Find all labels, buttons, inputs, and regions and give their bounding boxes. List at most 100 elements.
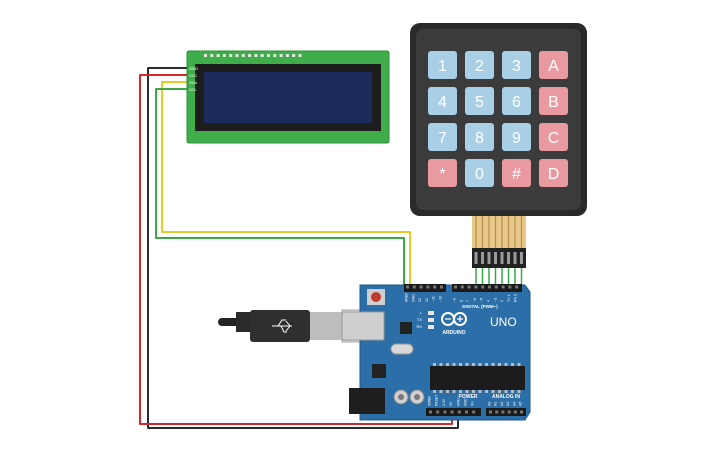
lcd-header-pin xyxy=(260,54,264,57)
keypad-key-label: 0 xyxy=(475,166,484,183)
keypad-key-label: 7 xyxy=(438,130,447,147)
lcd-header-pin xyxy=(279,54,283,57)
keypad-key-label: 5 xyxy=(475,94,484,111)
reset-button[interactable] xyxy=(367,289,385,305)
keypad-key-label: 1 xyxy=(438,58,447,75)
led-label: L xyxy=(420,310,423,315)
keypad-key-label: 4 xyxy=(438,94,447,111)
top-pin-label: 13 xyxy=(418,298,422,302)
keypad-key[interactable]: 1 xyxy=(428,51,457,79)
analog-pin-label: A3 xyxy=(506,402,510,406)
lcd-screen xyxy=(204,72,372,123)
lcd-pin-vcc: VCC xyxy=(189,73,198,78)
crystal xyxy=(390,343,414,355)
keypad-ribbon xyxy=(472,216,526,268)
gnd-wire xyxy=(147,67,459,429)
keypad-key[interactable]: A xyxy=(539,51,568,79)
sda-wire xyxy=(161,81,411,290)
lcd-header-pin xyxy=(235,54,239,57)
keypad-key[interactable]: 7 xyxy=(428,123,457,151)
keypad-key[interactable]: 0 xyxy=(465,159,494,187)
keypad-key[interactable]: # xyxy=(502,159,531,187)
lcd-header-pin xyxy=(222,54,226,57)
arduino-brand: ARDUINO xyxy=(442,330,465,336)
lcd-pin-sda: SDA xyxy=(189,80,198,85)
top-pin-label: TX 1 xyxy=(507,294,511,302)
lcd-module[interactable]: GND VCC SDA SCL xyxy=(186,50,390,144)
power-pin-label: IOREF xyxy=(428,396,432,406)
keypad-connector xyxy=(472,248,526,268)
lcd-header-pin xyxy=(216,54,220,57)
lcd-header-pin xyxy=(254,54,258,57)
scl-wire xyxy=(155,88,405,290)
keypad-key-label: A xyxy=(548,58,559,75)
keypad-key[interactable]: 3 xyxy=(502,51,531,79)
lcd-header-pin xyxy=(210,54,214,57)
analog-pin-label: A0 xyxy=(488,402,492,406)
keypad-key[interactable]: 6 xyxy=(502,87,531,115)
keypad-key-label: D xyxy=(548,166,560,183)
analog-pin-label: A2 xyxy=(500,402,504,406)
top-pin-label: 7 xyxy=(466,300,470,302)
keypad-key-label: * xyxy=(439,166,445,183)
voltage-regulator xyxy=(372,364,386,378)
keypad-key[interactable]: 4 xyxy=(428,87,457,115)
top-pin-label: GND xyxy=(411,294,415,302)
keypad-key[interactable]: C xyxy=(539,123,568,151)
keypad-key-label: 3 xyxy=(512,58,521,75)
top-pin-label: ~10 xyxy=(439,296,443,302)
top-pin-label: ~9 xyxy=(453,298,457,302)
arduino-model: UNO xyxy=(490,315,517,329)
digital-label: DIGITAL (PWM~) xyxy=(462,304,498,309)
top-pin-label: 12 xyxy=(425,298,429,302)
keypad-wires xyxy=(475,268,523,286)
keypad-key[interactable]: 5 xyxy=(465,87,494,115)
usb-jack xyxy=(341,311,385,341)
keypad-key[interactable]: D xyxy=(539,159,568,187)
lcd-pin-gnd: GND xyxy=(189,66,198,71)
power-jack xyxy=(349,388,385,414)
top-pin-label: 2 xyxy=(500,300,504,302)
atmega-chip xyxy=(430,363,525,393)
power-pin-label: Vin xyxy=(471,401,475,406)
keypad-key-label: 9 xyxy=(512,130,521,147)
lcd-header-pins xyxy=(204,54,302,57)
lcd-pin-scl: SCL xyxy=(189,87,198,92)
power-pin-label: RESET xyxy=(435,395,439,406)
capacitors xyxy=(393,389,425,405)
power-pin-label: 3.3V xyxy=(442,398,446,406)
top-pin-label: ~6 xyxy=(473,298,477,302)
keypad[interactable]: 1 2 3 A 4 5 6 B 7 8 9 C * 0 # D xyxy=(410,23,587,268)
lcd-header-pin xyxy=(229,54,233,57)
lcd-header-pin xyxy=(241,54,245,57)
power-pin-label: 5V xyxy=(449,401,453,406)
usb-icon xyxy=(272,319,292,333)
lcd-header-pin xyxy=(298,54,302,57)
digital-header-left xyxy=(404,284,446,292)
analog-pin-label: A1 xyxy=(494,402,498,406)
analog-pin-label: A4 xyxy=(512,402,516,406)
keypad-key[interactable]: B xyxy=(539,87,568,115)
top-pin-label: 8 xyxy=(459,300,463,302)
keypad-key[interactable]: 9 xyxy=(502,123,531,151)
lcd-header-pin xyxy=(204,54,207,57)
analog-header xyxy=(486,408,526,416)
lcd-header-pin xyxy=(292,54,296,57)
digital-header-right xyxy=(452,284,522,292)
keypad-key-label: 6 xyxy=(512,94,521,111)
arduino-logo-icon xyxy=(441,312,467,326)
lcd-header-pin xyxy=(267,54,270,57)
power-pin-label: GND xyxy=(456,398,460,406)
analog-label: ANALOG IN xyxy=(492,394,520,400)
keypad-key[interactable]: * xyxy=(428,159,457,187)
keypad-key[interactable]: 8 xyxy=(465,123,494,151)
led-label: TX xyxy=(417,317,422,322)
top-pin-label: ~3 xyxy=(493,298,497,302)
keypad-key[interactable]: 2 xyxy=(465,51,494,79)
top-pin-label: 4 xyxy=(487,300,491,302)
